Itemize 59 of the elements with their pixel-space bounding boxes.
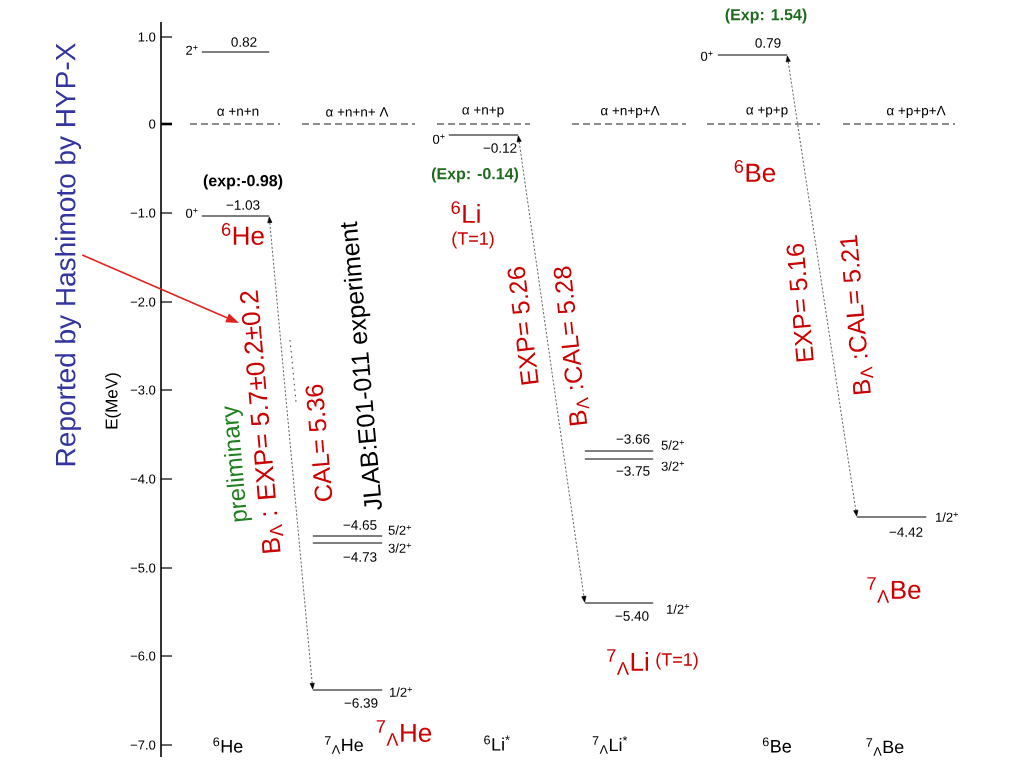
spin-label: 1/2$^{+}$: [667, 604, 689, 614]
spin-label: 0$^{+}$: [186, 208, 198, 218]
isospin-label: (T=1): [656, 652, 698, 670]
annotation: JLAB:E01-011 experiment: [340, 221, 382, 510]
energy-value: −3.75: [616, 466, 650, 476]
threshold-label: α +n+p+Λ: [600, 105, 660, 119]
tick-label: −5.0: [130, 563, 156, 573]
threshold-label: α +n+n+ Λ: [326, 107, 389, 117]
tick-label: 0: [149, 119, 156, 129]
column-label: $^{6}$Be: [762, 737, 791, 753]
exp-value: (exp:-0.98): [203, 174, 283, 190]
energy-value: −4.65: [343, 520, 377, 530]
nucleus-label: $^{6}$Li: [451, 201, 480, 223]
tick-label: −2.0: [130, 297, 156, 307]
exp-value: (Exp: -0.14): [431, 167, 519, 183]
exp-value: (Exp: 1.54): [725, 8, 807, 24]
tick-label: −4.0: [130, 474, 156, 484]
isospin-label: (T=1): [452, 231, 494, 249]
annotation: CAL= 5.36: [305, 384, 333, 501]
annotation: B$_{Λ}$ :CAL= 5.28: [553, 266, 590, 426]
energy-value: −0.12: [483, 143, 517, 153]
column-label: 7$_{Λ}$He: [324, 736, 363, 754]
energy-value: −4.42: [889, 527, 923, 537]
energy-value: −4.73: [343, 552, 377, 562]
spin-label: 1/2$^{+}$: [936, 512, 958, 522]
spin-label: 0$^{+}$: [701, 51, 713, 61]
annotation: B$_{Λ}$ :CAL= 5.21: [840, 235, 874, 395]
spin-label: 5/2$^{+}$: [661, 440, 684, 450]
energy-value: −5.40: [615, 611, 649, 621]
tick-label: −3.0: [130, 385, 156, 395]
nucleus-label: $^{6}$Be: [734, 160, 776, 182]
tick-label: −7.0: [130, 740, 156, 750]
annotation: Reported by Hashimoto by HYP-X: [54, 43, 82, 466]
threshold-label: α +n+n: [217, 108, 259, 116]
spin-label: 5/2$^{+}$: [388, 525, 411, 535]
spin-label: 1/2$^{+}$: [390, 687, 412, 697]
energy-value: −6.39: [344, 698, 378, 708]
annotation: EXP= 5.26: [507, 267, 539, 385]
spin-label: 3/2$^{+}$: [388, 543, 411, 553]
energy-value: −3.66: [616, 434, 650, 444]
spin-label: 0$^{+}$: [433, 134, 445, 144]
column-label: $^{6}$Li$^{*}$: [484, 735, 510, 751]
column-label: 7$_{Λ}$Be: [866, 738, 904, 756]
threshold-label: α +p+p+Λ: [886, 105, 946, 119]
tick-label: −6.0: [130, 651, 156, 661]
energy-value: −1.03: [226, 200, 260, 210]
energy-value: 0.82: [231, 37, 257, 47]
column-label: $^{6}$He: [213, 737, 243, 753]
column-label: 7$_{Λ}$Li$^{*}$: [592, 736, 628, 754]
double-arrow: [267, 216, 315, 690]
nucleus-label: $^{6}$He: [222, 223, 264, 245]
spin-label: 2$^{+}$: [186, 45, 198, 55]
double-arrow: [785, 55, 859, 517]
tick-label: 1.0: [138, 32, 156, 42]
double-arrow: [516, 135, 587, 603]
energy-value: 0.79: [755, 38, 781, 48]
annotation: EXP= 5.16: [786, 243, 814, 362]
spin-label: 3/2$^{+}$: [661, 461, 684, 471]
axis-title: E(MeV): [105, 373, 121, 429]
